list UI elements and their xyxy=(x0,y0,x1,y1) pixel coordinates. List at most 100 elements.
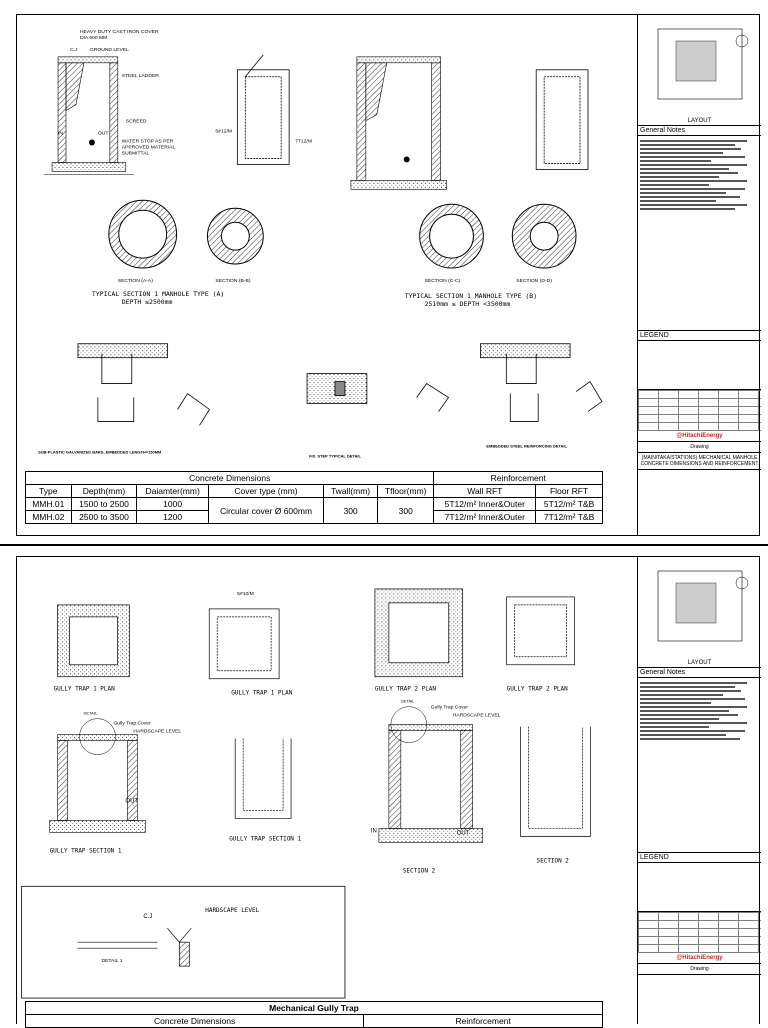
out-label-1: OUT xyxy=(125,798,138,804)
gully-table-title: Mechanical Gully Trap xyxy=(25,1001,603,1015)
section-2-rebar-caption: SECTION 2 xyxy=(537,857,570,864)
table-row: MMH.02 2500 to 3500 1200 7T12/m² Inner&O… xyxy=(25,510,603,524)
cover-label: HEAVY DUTY CAST IRON COVER xyxy=(80,29,159,35)
drawing-sheet-2: GULLY TRAP 1 PLAN GULLY TRAP 1 PLAN GULL… xyxy=(16,556,761,1028)
cell: 7T12/m² T&B xyxy=(535,510,603,524)
general-notes-heading: General Notes xyxy=(638,126,761,136)
manhole-dimensions-table: Concrete Dimensions Reinforcement Type D… xyxy=(24,471,603,524)
hardscape-label-1: HARDSCAPE LEVEL xyxy=(133,729,181,735)
rungs-detail-caption: SUB-PLASTIC GALVANIZED BARS, EMBEDDED LE… xyxy=(38,449,162,454)
detail-box xyxy=(21,885,346,999)
water-stop-label: WATER STOP AS PER xyxy=(122,139,174,145)
title-block-2: LAYOUT General Notes LEGEND @HitachiEner… xyxy=(637,557,761,1024)
cell: 1200 xyxy=(136,510,209,524)
general-notes-body xyxy=(638,136,761,331)
reinforcement-header: Reinforcement xyxy=(433,471,603,485)
cell: 300 xyxy=(323,497,378,524)
cell: 2500 to 3500 xyxy=(70,510,138,524)
cell: Circular cover Ø 600mm xyxy=(207,497,325,524)
cj-label: C.J xyxy=(143,914,152,920)
plan-2-rebar-caption: GULLY TRAP 2 PLAN xyxy=(507,686,568,693)
concrete-dimensions-header: Concrete Dimensions xyxy=(24,471,435,485)
rebar-label: 5#10/M xyxy=(237,591,254,597)
detail-1-drawing xyxy=(77,927,192,967)
revision-grid xyxy=(638,390,761,431)
section-c-label: SECTION (C-C) xyxy=(425,278,461,284)
gully-trap-2-section-rebar xyxy=(520,726,591,837)
col-cover: Cover type (mm) xyxy=(207,484,325,498)
brand-row: @HitachiEnergy xyxy=(638,431,761,442)
section-a-label: SECTION (A-A) xyxy=(118,278,153,284)
cover-label-2: Gully Trap Cover xyxy=(431,705,469,711)
legend-area xyxy=(638,341,761,390)
cell: 5T12/m² Inner&Outer xyxy=(433,497,537,511)
detail-label-2: DETAIL xyxy=(401,699,415,704)
layout-thumbnail xyxy=(657,28,749,100)
plan-1-caption: GULLY TRAP 1 PLAN xyxy=(54,686,115,693)
type-a-depth: DEPTH ≤2500mm xyxy=(122,298,173,306)
cell: 300 xyxy=(376,497,435,524)
gully-trap-1-plan-rebar xyxy=(208,608,280,680)
gully-trap-2-plan-rebar xyxy=(506,596,575,666)
col-diameter: Daiamter(mm) xyxy=(136,484,209,498)
ground-level-label: GROUND LEVEL xyxy=(90,47,129,53)
gully-trap-drawing: GULLY TRAP 1 PLAN GULLY TRAP 1 PLAN GULL… xyxy=(21,588,591,999)
brand-logo: @HitachiEnergy xyxy=(676,433,723,439)
manhole-a-rebar-section xyxy=(236,54,290,165)
cell: 5T12/m² T&B xyxy=(535,497,603,511)
drawing-label-2: Drawing xyxy=(638,964,761,975)
water-stop-label-2: APPROVED MATERIAL xyxy=(122,144,176,150)
layout-thumbnail-2 xyxy=(657,570,749,642)
section-2-caption: SECTION 2 xyxy=(403,867,436,874)
col-wall-rft: Wall RFT xyxy=(433,484,537,498)
type-b-title: TYPICAL SECTION 1 MANHOLE TYPE (B) xyxy=(405,292,537,300)
fix-step-caption: FIX. STEP TYPICAL DETAIL xyxy=(309,453,361,458)
section-d-label: SECTION (D-D) xyxy=(516,278,552,284)
layout-label-2: LAYOUT xyxy=(687,660,712,666)
rebar-label-a: 5#12/M xyxy=(215,129,232,135)
cell: 7T12/m² Inner&Outer xyxy=(433,510,537,524)
manhole-b-rebar-section xyxy=(535,69,589,170)
plan-1-rebar-caption: GULLY TRAP 1 PLAN xyxy=(231,690,292,697)
gully-reinf-header: Reinforcement xyxy=(363,1014,603,1028)
col-twall: Twall(mm) xyxy=(323,484,378,498)
ring-section-b xyxy=(206,207,264,265)
water-stop-label-3: SUBMITTAL xyxy=(122,150,150,156)
ring-section-c xyxy=(419,203,484,269)
hardscape-label-detail: HARDSCAPE LEVEL xyxy=(205,907,259,914)
cell: 1500 to 2500 xyxy=(70,497,138,511)
in-label: IN xyxy=(371,828,377,834)
gully-concrete-header: Concrete Dimensions xyxy=(24,1014,365,1028)
cell: MMH.01 xyxy=(25,497,72,511)
out-label-2: OUT xyxy=(457,830,470,836)
embedded-detail-caption: EMBEDDED STEEL REINFORCING DETAIL xyxy=(486,443,567,448)
gully-trap-2-section xyxy=(378,724,483,843)
legend-heading: LEGEND xyxy=(638,331,761,341)
brand-row-2: @HitachiEnergy xyxy=(638,953,761,964)
gully-trap-1-section xyxy=(49,734,146,833)
revision-grid-2 xyxy=(638,912,761,953)
hardscape-label-2: HARDSCAPE LEVEL xyxy=(453,713,501,719)
layout-label: LAYOUT xyxy=(687,118,712,124)
cover-dia-label: DIA 600 MM xyxy=(80,35,107,41)
table-row: MMH.01 1500 to 2500 1000 Circular cover … xyxy=(25,497,603,524)
manhole-a-section xyxy=(44,56,134,175)
section-1-rebar-caption: GULLY TRAP SECTION 1 xyxy=(229,835,301,842)
section-1-caption: GULLY TRAP SECTION 1 xyxy=(50,847,122,854)
cover-label-1: Gully Trap Cover xyxy=(113,721,151,727)
in-label: IN xyxy=(58,131,63,137)
gully-trap-1-section-rebar xyxy=(234,738,292,819)
detail-label-1: DETAIL xyxy=(84,711,98,716)
type-b-depth: 2510mm ≤ DEPTH <3500mm xyxy=(425,300,511,308)
sheet-separator xyxy=(0,544,768,546)
type-a-title: TYPICAL SECTION 1 MANHOLE TYPE (A) xyxy=(92,290,224,298)
layout-panel-2: LAYOUT xyxy=(638,557,761,668)
screed-label: SCREED xyxy=(126,119,147,125)
col-type: Type xyxy=(25,484,72,498)
gully-trap-1-plan xyxy=(57,604,130,678)
drawing-label: Drawing xyxy=(638,442,761,453)
rebar-label-b: 7T12/M xyxy=(295,139,312,145)
legend-area-2 xyxy=(638,863,761,912)
ring-section-a xyxy=(108,199,178,269)
table-header-row: Type Depth(mm) Daiamter(mm) Cover type (… xyxy=(25,484,603,498)
